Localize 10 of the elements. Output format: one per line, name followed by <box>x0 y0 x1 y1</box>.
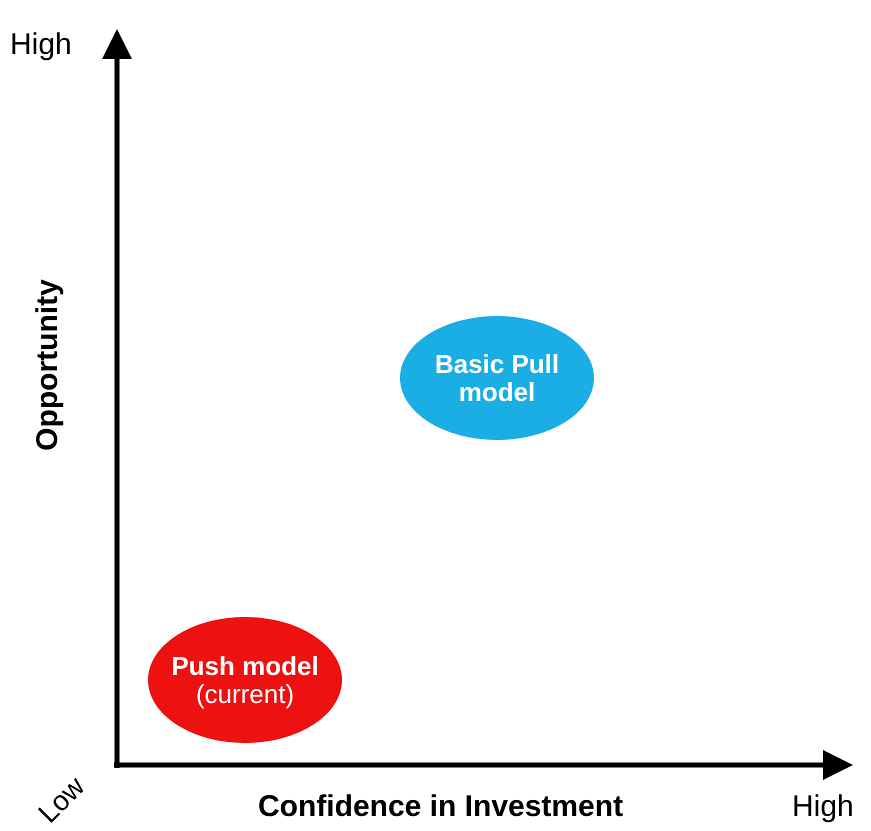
node-title: Basic Pull model <box>434 350 560 406</box>
axis-tick-label: High <box>10 28 72 62</box>
axis-title: Opportunity <box>30 279 65 451</box>
node-title: Push model <box>171 652 319 680</box>
axis-title: Confidence in Investment <box>258 790 624 824</box>
axis-tick-label: Low <box>32 770 92 830</box>
ellipse-node <box>400 316 594 440</box>
ellipse-node <box>148 617 342 743</box>
node-note: (current) <box>196 680 294 708</box>
axis-tick-label: High <box>792 790 854 824</box>
